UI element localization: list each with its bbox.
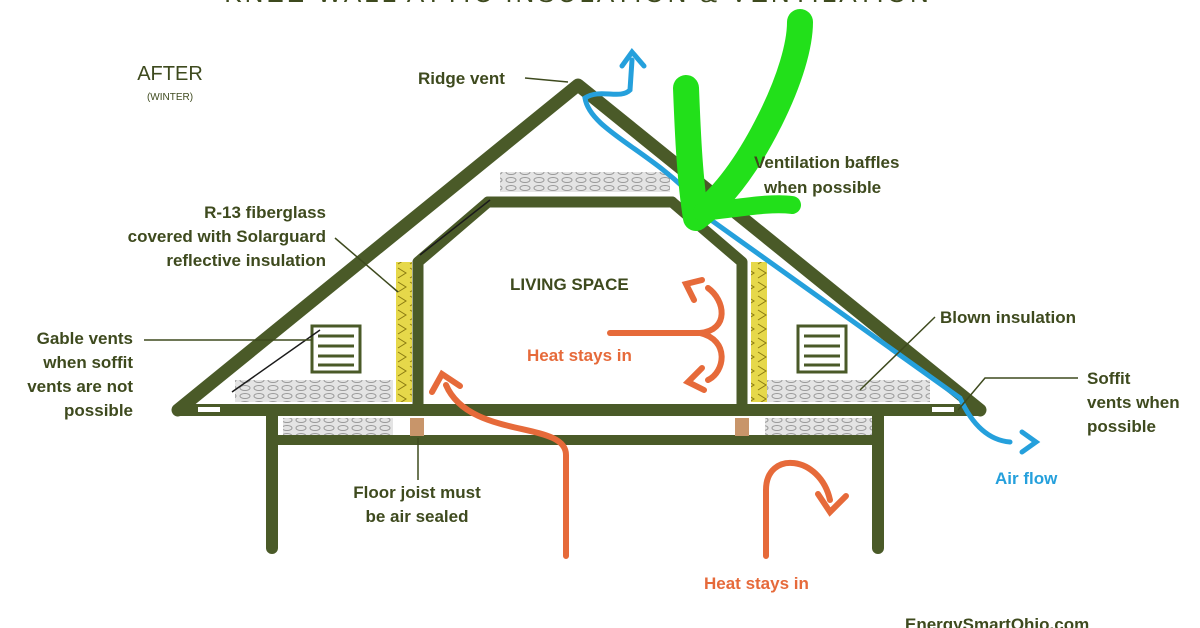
blown-insulation-label: Blown insulation	[940, 308, 1076, 327]
gable-vent-right	[796, 324, 848, 374]
floor-joist-left	[410, 418, 424, 436]
soffit-label-3: possible	[1087, 417, 1156, 436]
leader-fiberglass	[334, 237, 399, 293]
soffit-vent-right	[932, 407, 954, 412]
soffit-label-1: Soffit	[1087, 369, 1131, 388]
heat-arrow-rising-head	[429, 369, 463, 395]
house-structure	[171, 78, 987, 554]
floor-insulation-left	[283, 418, 393, 436]
blown-insulation-right	[765, 380, 930, 402]
ridge-air-arrowhead	[619, 47, 647, 69]
heat-stays-in-lower-label: Heat stays in	[704, 574, 809, 593]
gable-vents-label-1: Gable vents	[37, 329, 133, 348]
season-label: (WINTER)	[147, 92, 193, 103]
floor-joist-right	[735, 418, 749, 436]
gable-vents-label-2: when soffit	[42, 353, 133, 372]
soffit-vent-left	[198, 407, 220, 412]
heat-arrow-curl-down	[697, 330, 725, 383]
gable-vents-label-4: possible	[64, 401, 133, 420]
ridge-air-flow	[582, 57, 699, 203]
floor-joist-label-1: Floor joist must	[353, 483, 481, 502]
ventilation-baffles-label-2: when possible	[763, 178, 881, 197]
soffit-label-2: vents when	[1087, 393, 1180, 412]
gable-vent-left	[310, 324, 362, 374]
checkmark-icon-stroke	[693, 195, 801, 221]
fiberglass-label-1: R-13 fiberglass	[204, 203, 326, 222]
heat-arrow-curl-up	[697, 285, 725, 336]
ventilation-baffles-label-1: Ventilation baffles	[754, 153, 899, 172]
floor-joist-label-2: be air sealed	[365, 507, 468, 526]
ridge-vent-label: Ridge vent	[418, 69, 505, 88]
heat-arrow-curl-up-head	[681, 277, 705, 303]
leader-ridge	[524, 77, 569, 83]
air-flow-label: Air flow	[995, 469, 1058, 488]
heat-arrow-curl-down-head	[682, 365, 707, 393]
blown-insulation-ceiling	[500, 172, 670, 192]
credit-label: EnergySmartOhio.com	[905, 615, 1089, 628]
heat-arrow-lower	[763, 460, 833, 559]
floor-insulation-right	[765, 418, 873, 436]
heat-stays-in-upper-label: Heat stays in	[527, 346, 632, 365]
baffle-air-flow	[687, 202, 1013, 445]
heat-arrow-lower-head	[815, 491, 849, 517]
leader-blown	[859, 316, 936, 391]
living-space-label: LIVING SPACE	[510, 275, 629, 294]
soffit-air-arrowhead	[1019, 429, 1041, 455]
fiberglass-label-2: covered with Solarguard	[128, 227, 326, 246]
blown-insulation-left	[235, 380, 393, 402]
fiberglass-label-3: reflective insulation	[166, 251, 326, 270]
gable-vents-label-3: vents are not	[27, 377, 133, 396]
leader-soffit	[957, 377, 1078, 411]
fiberglass-left	[396, 262, 412, 402]
checkmark-icon	[673, 9, 813, 231]
fiberglass-right	[751, 262, 767, 402]
diagram-title: KNEE WALL ATTIC INSULATION & VENTILATION	[224, 0, 932, 8]
heat-arrow-rising	[443, 382, 569, 559]
reflective-barrier-upper	[419, 199, 491, 256]
state-label: AFTER	[137, 63, 203, 85]
